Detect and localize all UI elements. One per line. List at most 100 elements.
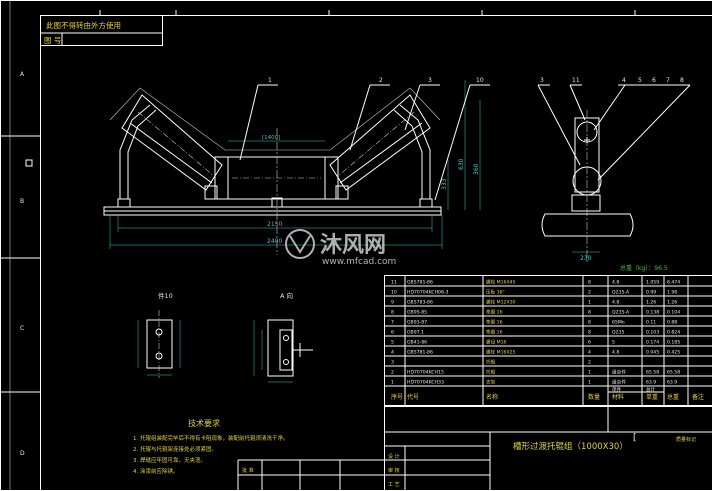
parts-cell-name: 螺栓 M16X25 <box>486 349 516 356</box>
title-bracket: [ <box>633 433 637 443</box>
parts-header-cell: 单重 <box>646 393 658 401</box>
balloon-10: 10 <box>476 77 484 84</box>
parts-cell-unit: 1.059 <box>646 280 659 286</box>
parts-cell-code: HD70704KCH06-3 <box>407 290 449 296</box>
parts-header-cell: 序号 <box>391 393 403 401</box>
watermark-url: www.mfcad.com <box>322 257 396 267</box>
dim-side-view-width: 230 <box>580 255 592 262</box>
parts-cell-no: 9 <box>391 300 394 306</box>
parts-cell-material: 4.8 <box>612 300 619 306</box>
parts-cell-name: 垫圈 16 <box>486 329 503 336</box>
parts-cell-unit: 1.26 <box>646 300 656 306</box>
parts-cell-qty: 1 <box>588 300 591 306</box>
parts-cell-name: 托辊 <box>486 359 496 366</box>
parts-header-cell: 名称 <box>486 393 498 401</box>
parts-header-cell: 数量 <box>588 393 600 401</box>
parts-cell-material: 65Mn <box>612 320 625 326</box>
detail-left-title: 件10 <box>158 291 173 300</box>
parts-weight-label: 总计 <box>646 386 655 393</box>
parts-cell-no: 11 <box>391 280 397 286</box>
title-corner-label: 质量标记 <box>676 436 696 443</box>
parts-cell-material: 4.8 <box>612 350 619 356</box>
parts-cell-material: Q235-A <box>612 290 630 296</box>
detail-right-title: A 向 <box>280 291 293 300</box>
role-design: 设 计 <box>388 453 400 460</box>
parts-cell-qty: 8 <box>588 330 591 336</box>
parts-cell-total: 0.425 <box>667 350 680 356</box>
parts-cell-material: 组合件 <box>612 379 626 386</box>
parts-cell-no: 1 <box>391 380 394 386</box>
balloon-1: 1 <box>268 77 272 84</box>
parts-cell-unit: 0.99 <box>646 290 656 296</box>
parts-cell-material: 5 <box>612 340 615 346</box>
watermark-brand: 沐风网 <box>320 233 386 258</box>
dim-side-height: 630 <box>458 158 465 170</box>
parts-cell-code: GB41-86 <box>407 340 427 346</box>
parts-cell-unit: 0.103 <box>646 330 659 336</box>
parts-weight-label: 单件 <box>612 386 621 393</box>
front-view-dimensions <box>109 80 481 249</box>
parts-cell-unit: 65.58 <box>646 370 659 376</box>
parts-cell-code: GB97.1 <box>407 330 424 336</box>
parts-cell-code: GB95-85 <box>407 310 427 316</box>
parts-cell-code: GB93-87 <box>407 320 427 326</box>
header-note-row1: 此图不得转由外方使用 <box>46 20 121 30</box>
parts-cell-unit: 63.9 <box>646 380 656 386</box>
parts-cell-qty: 8 <box>588 280 591 286</box>
parts-cell-qty: 8 <box>588 320 591 326</box>
parts-cell-no: 8 <box>391 310 394 316</box>
parts-list-header: 序号代号名称数量材料单重总重备注单件总计 <box>391 386 704 401</box>
parts-cell-qty: 6 <box>588 340 591 346</box>
balloon-6: 6 <box>652 77 656 84</box>
parts-cell-qty: 2 <box>588 360 591 366</box>
parts-cell-name: 螺母 M16 <box>486 339 507 346</box>
parts-cell-total: 1.26 <box>667 300 677 306</box>
parts-cell-code: GB5781-86 <box>407 280 433 286</box>
dim-main-width: 2150 <box>267 221 282 228</box>
parts-cell-name: 支架 <box>486 379 496 386</box>
parts-cell-no: 2 <box>391 370 394 376</box>
role-process: 工 艺 <box>388 482 400 488</box>
parts-cell-total: 1.98 <box>667 290 677 296</box>
parts-cell-total: 0.824 <box>667 330 680 336</box>
parts-cell-material: Q235 <box>612 330 624 336</box>
tech-req-item-2: 2. 托辊与托辊架连接处必须紧固。 <box>133 445 217 453</box>
parts-cell-name: 螺栓 M16X45 <box>486 279 516 286</box>
parts-cell-total: 65.58 <box>667 370 680 376</box>
parts-total-weight-note: 总重（kg）：96.5 <box>620 264 668 272</box>
balloon-3: 3 <box>428 77 432 84</box>
parts-cell-no: 7 <box>391 320 394 326</box>
parts-cell-qty: 1 <box>588 370 591 376</box>
balloon-2: 2 <box>379 77 383 84</box>
parts-cell-code: HD70704KCH33 <box>407 380 444 386</box>
tech-req-title: 技术要求 <box>188 418 220 428</box>
side-mark-b: B <box>20 198 24 205</box>
parts-cell-qty: 1 <box>588 380 591 386</box>
side-mark-c: C <box>20 325 24 332</box>
parts-cell-no: 3 <box>391 360 394 366</box>
front-view-leaders <box>239 84 490 201</box>
parts-cell-name: 压板 38° <box>486 289 505 296</box>
balloon-5: 5 <box>638 77 642 84</box>
parts-cell-total: 0.104 <box>667 310 680 316</box>
dim-mid-height: 333 <box>441 178 448 190</box>
parts-cell-qty: 8 <box>588 310 591 316</box>
tech-req-item-3: 3. 焊缝应牢固可靠，无夹渣。 <box>133 456 206 464</box>
parts-cell-code: GB5783-86 <box>407 300 433 306</box>
parts-cell-total: 0.88 <box>667 320 677 326</box>
parts-cell-code: GB5781-86 <box>407 350 433 356</box>
parts-header-cell: 代号 <box>407 393 419 401</box>
parts-cell-unit: 0.138 <box>646 310 659 316</box>
parts-header-cell: 备注 <box>692 393 704 401</box>
parts-cell-no: 4 <box>391 350 394 356</box>
watermark-logo <box>285 229 315 259</box>
dim-belt-width: [1400] <box>262 135 280 141</box>
parts-cell-material: 4.8 <box>612 280 619 286</box>
side-mark-a: A <box>20 71 25 78</box>
parts-cell-name: 垫圈 16 <box>486 319 503 326</box>
parts-cell-no: 10 <box>391 290 397 296</box>
title-block <box>237 406 713 491</box>
parts-cell-name: 托辊 <box>486 369 496 376</box>
